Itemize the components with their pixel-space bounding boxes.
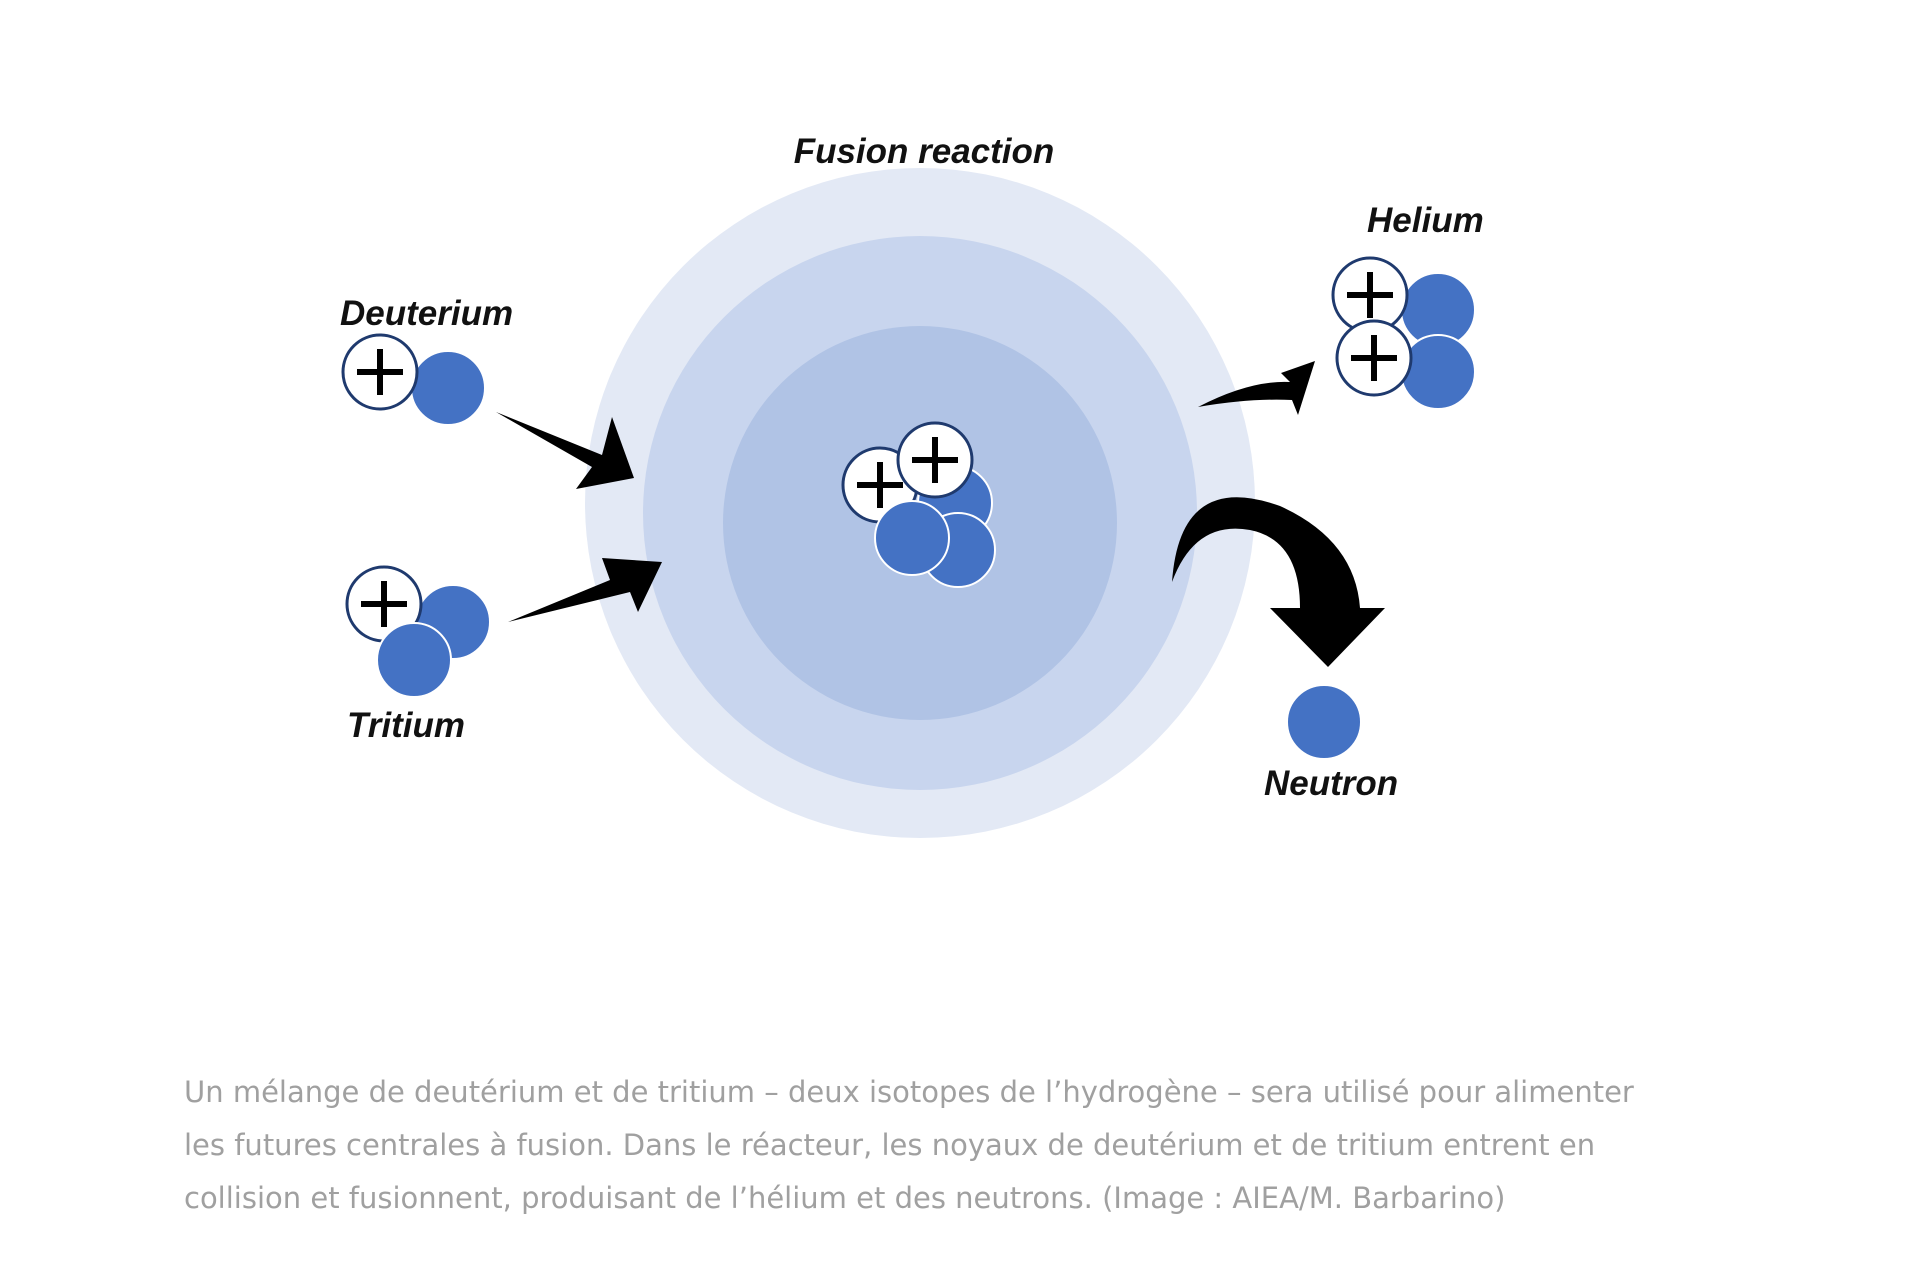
- neutron-icon: [410, 350, 486, 426]
- neutron-product: [1286, 684, 1362, 760]
- figure-caption: Un mélange de deutérium et de tritium – …: [184, 1066, 1744, 1225]
- neutron-arrow-icon: [1172, 497, 1385, 667]
- helium-nucleus: [1333, 258, 1476, 410]
- helium-arrow-icon: [1198, 361, 1315, 415]
- tritium-nucleus: [347, 567, 491, 698]
- neutron-icon: [1400, 334, 1476, 410]
- caption-line: Un mélange de deutérium et de tritium – …: [184, 1075, 1634, 1109]
- helium-label: Helium: [1367, 201, 1484, 240]
- deuterium-arrow-icon: [496, 412, 634, 489]
- neutron-icon: [1286, 684, 1362, 760]
- deuterium-label: Deuterium: [340, 294, 513, 333]
- proton-icon: [1337, 321, 1411, 395]
- neutron-icon: [376, 622, 452, 698]
- proton-icon: [343, 335, 417, 409]
- diagram-title: Fusion reaction: [794, 132, 1055, 171]
- caption-line: collision et fusionnent, produisant de l…: [184, 1181, 1506, 1215]
- caption-line: les futures centrales à fusion. Dans le …: [184, 1128, 1596, 1162]
- deuterium-nucleus: [343, 335, 486, 426]
- tritium-arrow-icon: [508, 558, 662, 622]
- fusion-diagram: Fusion reaction Deuterium Tritium Helium…: [340, 132, 1484, 838]
- neutron-label: Neutron: [1264, 764, 1398, 803]
- neutron-icon: [874, 500, 950, 576]
- proton-icon: [898, 423, 972, 497]
- tritium-label: Tritium: [347, 706, 465, 745]
